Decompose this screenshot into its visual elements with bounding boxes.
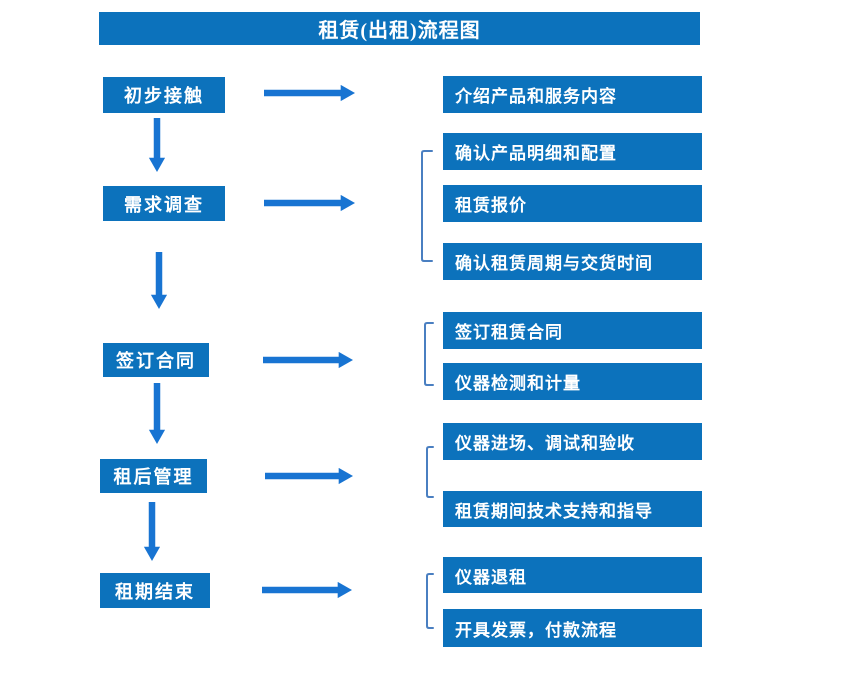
output-rental-tech-support: 租赁期间技术支持和指导 <box>443 491 702 527</box>
stage-needs-survey: 需求调查 <box>103 186 225 221</box>
stage-initial-contact: 初步接触 <box>103 77 225 113</box>
flowchart-title: 租赁(出租)流程图 <box>99 12 700 45</box>
bracket-stage3-outputs <box>424 322 434 386</box>
output-rental-quotation: 租赁报价 <box>443 185 702 222</box>
output-instrument-return: 仪器退租 <box>443 557 702 593</box>
stage-post-rental-management: 租后管理 <box>100 459 207 493</box>
output-instrument-setup-acceptance: 仪器进场、调试和验收 <box>443 423 702 460</box>
bracket-stage2-outputs <box>421 150 433 262</box>
output-introduce-products-services: 介绍产品和服务内容 <box>443 76 702 113</box>
output-invoice-payment: 开具发票，付款流程 <box>443 609 702 647</box>
output-sign-rental-contract: 签订租赁合同 <box>443 312 702 349</box>
output-confirm-product-details: 确认产品明细和配置 <box>443 133 702 170</box>
output-confirm-period-delivery: 确认租赁周期与交货时间 <box>443 243 702 280</box>
bracket-stage4-outputs <box>426 446 434 498</box>
stage-sign-contract: 签订合同 <box>103 343 209 377</box>
stage-rental-end: 租期结束 <box>100 573 210 608</box>
bracket-stage5-outputs <box>426 573 434 629</box>
output-instrument-test-calibration: 仪器检测和计量 <box>443 363 702 400</box>
